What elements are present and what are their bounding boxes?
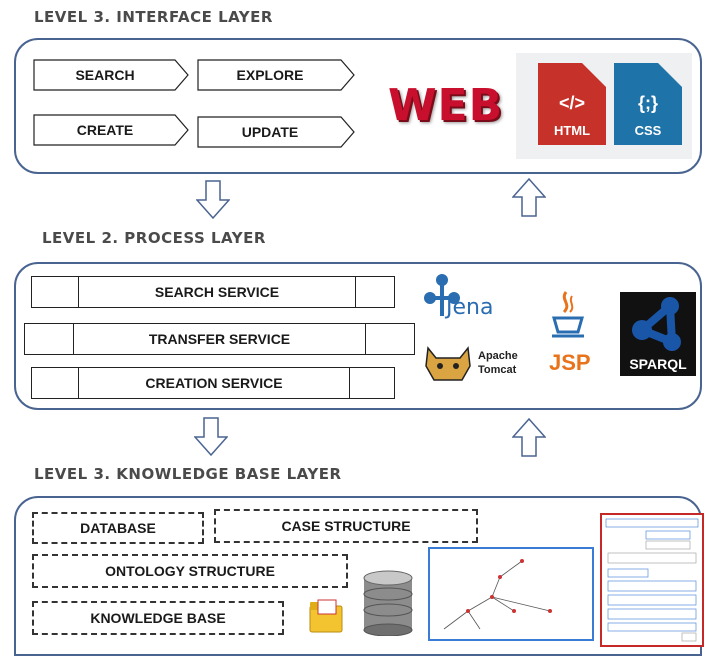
knowledge-base-component: KNOWLEDGE BASE [32, 601, 284, 635]
down-arrow-process-to-knowledge [194, 417, 228, 457]
database-component: DATABASE [32, 512, 204, 544]
sparql-logo: SPARQL [620, 292, 696, 376]
database-icon [363, 570, 413, 636]
case-structure-component: CASE STRUCTURE [214, 509, 478, 543]
html-glyph: </> [558, 93, 586, 113]
search-action-label: SEARCH [75, 67, 135, 83]
jsp-label: JSP [549, 350, 591, 375]
process-layer-heading: LEVEL 2. PROCESS LAYER [42, 229, 266, 247]
css-label: CSS [634, 123, 662, 138]
tomcat-icon [425, 346, 471, 381]
explore-action: EXPLORE [197, 59, 355, 91]
explore-action-label: EXPLORE [236, 67, 304, 83]
ontology-graph-thumbnail [428, 547, 594, 641]
jena-feather-icon [424, 274, 460, 316]
case-form-thumbnail [600, 513, 704, 647]
create-action-label: CREATE [76, 122, 134, 138]
creation-service: CREATION SERVICE [31, 367, 395, 399]
create-action: CREATE [33, 114, 189, 146]
folder-icon [309, 599, 343, 633]
interface-layer-heading: LEVEL 3. INTERFACE LAYER [34, 8, 273, 26]
up-arrow-process-to-interface [512, 178, 546, 217]
transfer-service: TRANSFER SERVICE [24, 323, 415, 355]
css-glyph: {;} [637, 93, 658, 113]
search-action: SEARCH [33, 59, 189, 91]
html-label: HTML [553, 123, 591, 138]
tomcat-label-line1: Apache [478, 350, 518, 362]
transfer-service-label: TRANSFER SERVICE [148, 331, 291, 347]
update-action-label: UPDATE [241, 124, 299, 140]
creation-service-label: CREATION SERVICE [145, 375, 283, 391]
jena-label: Jena [446, 295, 494, 320]
sparql-label: SPARQL [629, 356, 687, 372]
up-arrow-knowledge-to-process [512, 418, 546, 457]
search-service: SEARCH SERVICE [31, 276, 395, 308]
java-cup-icon [552, 291, 584, 338]
tomcat-label-line2: Tomcat [478, 364, 517, 376]
ontology-structure-component: ONTOLOGY STRUCTURE [32, 554, 348, 588]
update-action: UPDATE [197, 116, 355, 148]
knowledge-layer-heading: LEVEL 3. KNOWLEDGE BASE LAYER [34, 465, 342, 483]
html-css-logo-panel: </> HTML {;} CSS [516, 53, 692, 159]
web-logo: WEB [388, 80, 504, 131]
down-arrow-interface-to-process [196, 180, 230, 220]
search-service-label: SEARCH SERVICE [154, 284, 280, 300]
